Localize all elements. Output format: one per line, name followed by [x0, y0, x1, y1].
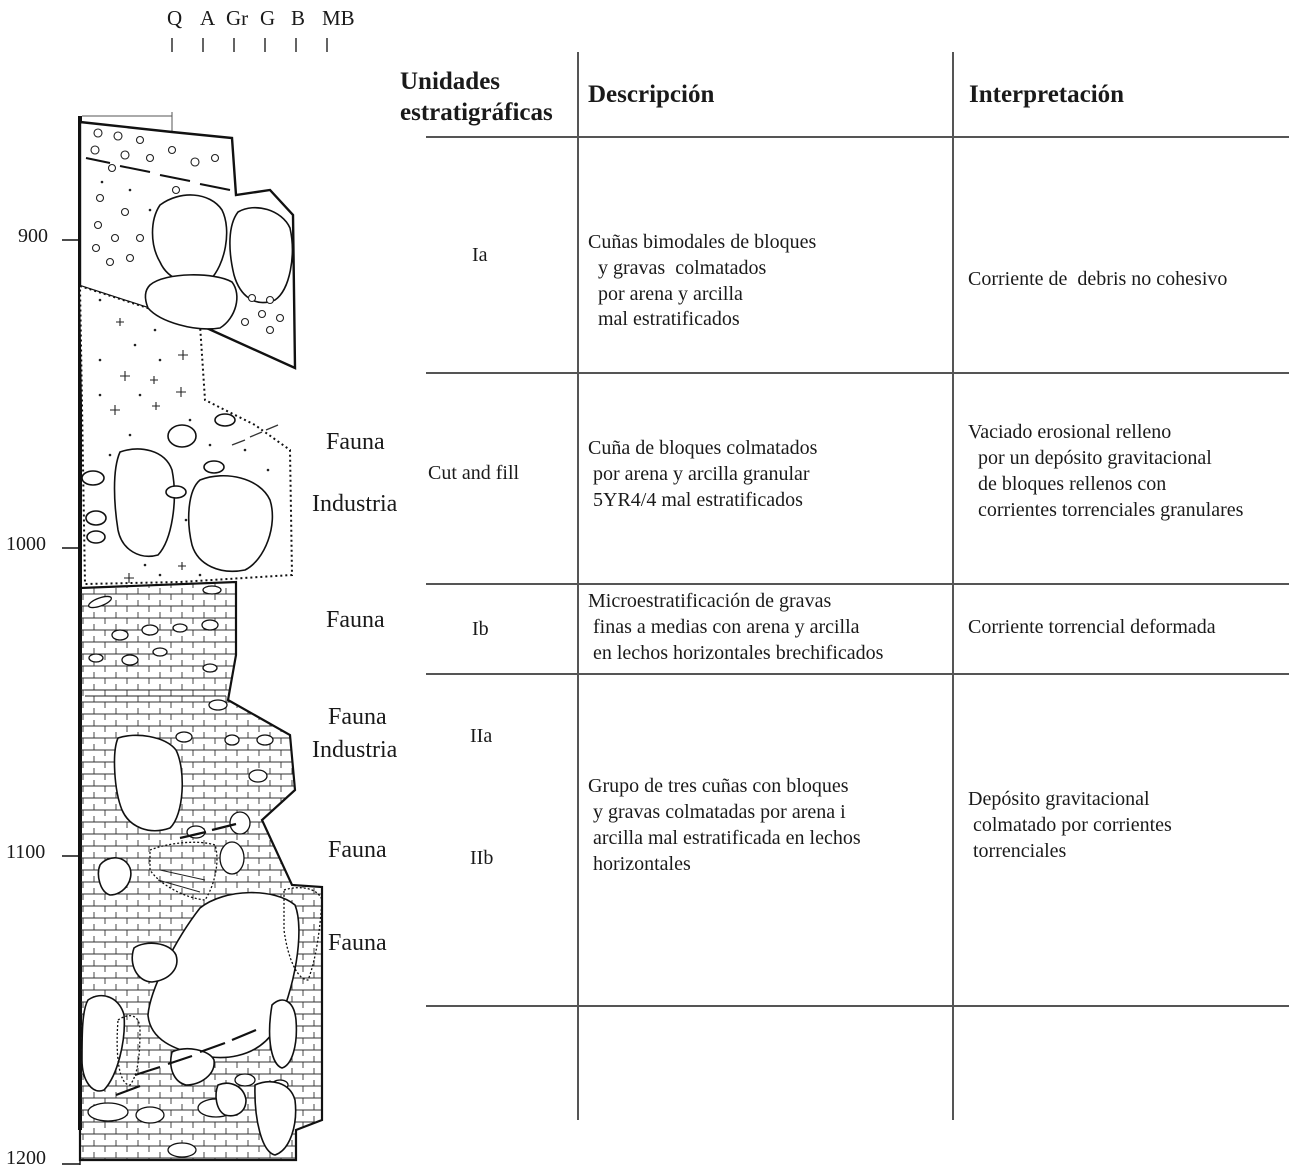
description-line: mal estratificados [588, 308, 740, 330]
row-divider [426, 1005, 1289, 1007]
grain-size-label-g: G [260, 6, 276, 30]
blocks-ii [81, 734, 300, 1156]
interpretation-line: colmatado por corrientes [968, 814, 1172, 836]
grain-size-label-gr: Gr [226, 6, 249, 30]
gravels-lower [87, 585, 289, 1158]
header-units: estratigráficas [400, 99, 553, 126]
interpretation-line: Corriente torrencial deformada [968, 616, 1216, 638]
unit-label: Ia [472, 244, 488, 266]
description-line: Cuña de bloques colmatados [588, 437, 818, 459]
annotation-industria: Industria [312, 491, 398, 517]
annotation-industria: Industria [312, 737, 398, 763]
unit-label: Ib [472, 618, 489, 640]
grain-size-label-mb: MB [322, 6, 355, 30]
top-lines [82, 112, 173, 132]
depth-label-1100: 1100 [6, 841, 46, 863]
interpretation-line: torrenciales [968, 840, 1067, 862]
dashed-contact-cut [231, 424, 279, 446]
column-divider [952, 52, 954, 1120]
grain-size-label-q: Q [167, 6, 183, 30]
interpretation-line: por un depósito gravitacional [968, 447, 1212, 469]
depth-label-900: 900 [18, 225, 48, 247]
header-description: Descripción [588, 81, 715, 108]
interpretation-line: Depósito gravitacional [968, 788, 1150, 810]
description-line: y gravas colmatados [588, 257, 767, 279]
grain-size-label-a: A [200, 6, 216, 30]
annotation-fauna: Fauna [328, 837, 387, 863]
description-line: y gravas colmatadas por arena i [588, 801, 846, 823]
dashed-contact-ia [85, 157, 231, 191]
row-divider [426, 372, 1289, 374]
header-units: Unidades [400, 68, 501, 95]
description-line: horizontales [588, 853, 691, 875]
dashed-contact-ii [115, 822, 257, 1097]
description-line: arcilla mal estratificada en lechos [588, 827, 861, 849]
column-divider [577, 52, 579, 1120]
row-divider [426, 673, 1289, 675]
depth-label-1200: 1200 [6, 1147, 46, 1169]
interpretation-line: de bloques rellenos con [968, 473, 1167, 495]
interpretation-line: corrientes torrenciales granulares [968, 499, 1244, 521]
annotation-fauna: Fauna [326, 607, 385, 633]
interpretation-line: Corriente de debris no cohesivo [968, 268, 1228, 290]
description-line: 5YR4/4 mal estratificados [588, 489, 803, 511]
header-interpretation: Interpretación [969, 81, 1125, 108]
blocks-ia [144, 194, 294, 330]
unit-label: Cut and fill [428, 462, 520, 484]
unit-label: IIb [470, 847, 494, 869]
interpretation-line: Vaciado erosional relleno [968, 421, 1172, 443]
description-line: Microestratificación de gravas [588, 590, 832, 612]
grain-size-ticks [171, 38, 328, 52]
row-divider [426, 583, 1289, 585]
description-line: por arena y arcilla [588, 283, 743, 305]
grain-size-label-b: B [291, 6, 306, 30]
crosses-cut-and-fill [110, 318, 188, 583]
stippled-lenses [116, 841, 323, 1086]
row-divider [426, 136, 1289, 138]
blocks-cut-and-fill [81, 413, 274, 572]
annotation-fauna: Fauna [328, 704, 387, 730]
stratigraphic-log [62, 38, 328, 1165]
annotation-fauna: Fauna [326, 429, 385, 455]
description-line: en lechos horizontales brechificados [588, 642, 884, 664]
cross-lamination [85, 689, 226, 893]
unit-label: IIa [470, 725, 493, 747]
depth-axis [62, 116, 82, 1165]
description-line: Grupo de tres cuñas con bloques [588, 775, 849, 797]
sand-dots [98, 180, 270, 577]
depth-label-1000: 1000 [6, 533, 46, 555]
description-line: finas a medias con arena y arcilla [588, 616, 860, 638]
gravels-ia [90, 128, 285, 335]
annotation-fauna: Fauna [328, 930, 387, 956]
description-line: por arena y arcilla granular [588, 463, 810, 485]
description-line: Cuñas bimodales de bloques [588, 231, 817, 253]
